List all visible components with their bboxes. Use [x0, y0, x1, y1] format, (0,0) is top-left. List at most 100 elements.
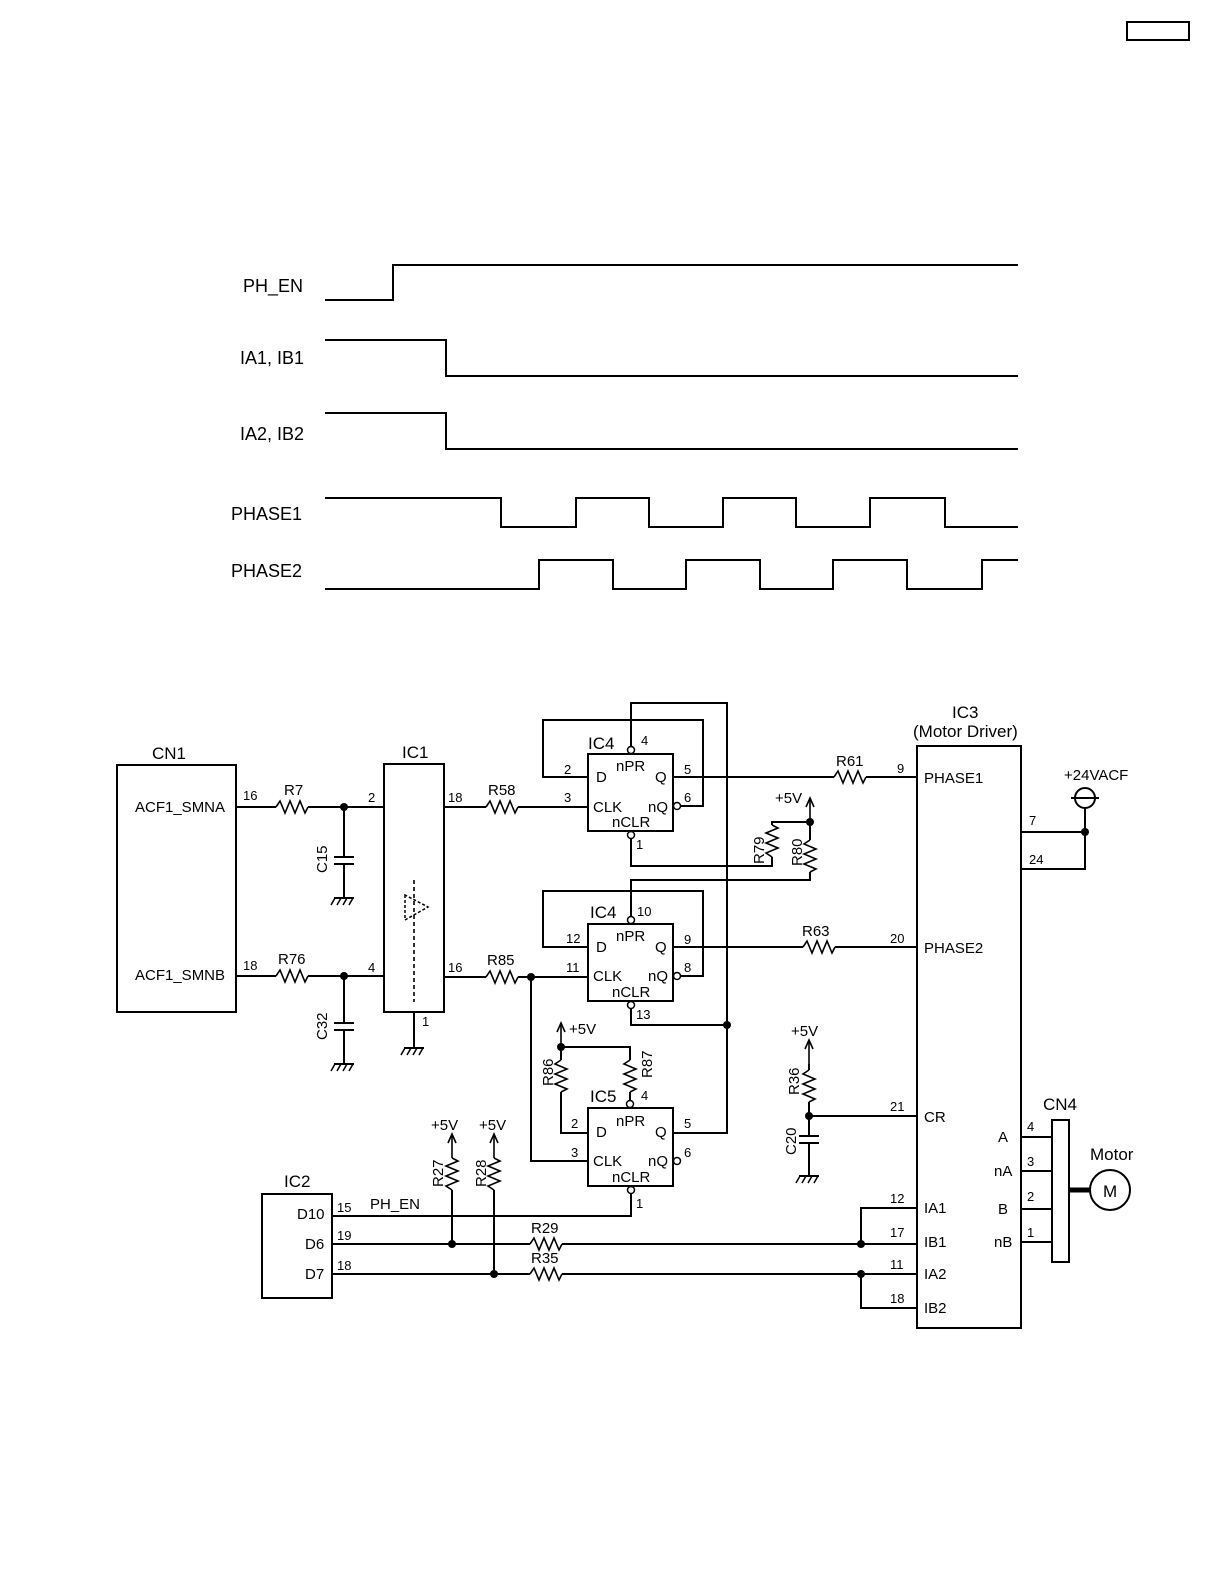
svg-text:IA2: IA2: [924, 1266, 947, 1283]
r35-label: R35: [531, 1250, 559, 1267]
resistor-r7: [275, 798, 309, 816]
resistor-r27: [443, 1157, 461, 1191]
svg-text:20: 20: [890, 931, 904, 946]
resistor-r29: [529, 1235, 563, 1253]
page-header-box: [1126, 21, 1190, 41]
resistor-r86: [552, 1059, 570, 1093]
svg-text:A: A: [998, 1129, 1008, 1146]
svg-text:11: 11: [566, 960, 580, 975]
svg-text:nPR: nPR: [616, 1113, 645, 1130]
svg-text:nQ: nQ: [648, 1153, 668, 1170]
resistor-r63: [802, 938, 836, 956]
svg-text:PHASE1: PHASE1: [924, 770, 983, 787]
chip-ic3-motor-driver: IC3 (Motor Driver) PHASE1 PHASE2 CR IA1 …: [890, 703, 1043, 1329]
connector-cn1: CN1 ACF1_SMNA ACF1_SMNB 16 18: [116, 744, 257, 1013]
svg-text:D: D: [596, 769, 607, 786]
svg-text:1: 1: [636, 1196, 643, 1211]
flip-flop-ic4-lower: IC4 D nPR Q CLK nQ nCLR 12 11 9 8 10 13: [566, 903, 691, 1022]
svg-text:2: 2: [571, 1116, 578, 1131]
svg-text:IA1: IA1: [924, 1200, 947, 1217]
svg-text:16: 16: [448, 960, 462, 975]
svg-text:nCLR: nCLR: [612, 984, 651, 1001]
svg-text:18: 18: [337, 1258, 351, 1273]
r27-label: R27: [430, 1159, 447, 1187]
svg-text:9: 9: [897, 761, 904, 776]
svg-text:CLK: CLK: [593, 968, 622, 985]
svg-text:4: 4: [368, 960, 375, 975]
ic3-subtitle: (Motor Driver): [913, 722, 1018, 741]
cn4-body: [1051, 1119, 1070, 1263]
ic2-title: IC2: [284, 1172, 310, 1191]
r61-label: R61: [836, 753, 864, 770]
timing-label-ia1-ib1: IA1, IB1: [240, 348, 304, 368]
svg-text:21: 21: [890, 1099, 904, 1114]
resistor-r76: [275, 967, 309, 985]
svg-text:D: D: [596, 1124, 607, 1141]
svg-text:3: 3: [1027, 1154, 1034, 1169]
resistor-r85: [485, 968, 519, 986]
timing-label-phase2: PHASE2: [231, 561, 302, 581]
svg-text:10: 10: [637, 904, 651, 919]
ic1-title: IC1: [402, 743, 428, 762]
timing-wave-ph-en: [325, 264, 1018, 301]
svg-text:18: 18: [890, 1291, 904, 1306]
svg-text:nCLR: nCLR: [612, 1169, 651, 1186]
resistor-r28: [485, 1157, 503, 1191]
svg-text:nQ: nQ: [648, 799, 668, 816]
ic1-schmitt-buffer-icon: [404, 893, 430, 922]
svg-text:15: 15: [337, 1200, 351, 1215]
motor-icon: [1089, 1169, 1131, 1211]
motor-label: Motor: [1090, 1145, 1134, 1164]
timing-wave-ia2-ib2: [325, 412, 1018, 450]
ic2-body: [261, 1193, 333, 1299]
timing-wave-phase2: [325, 559, 1018, 590]
timing-label-phase1: PHASE1: [231, 504, 302, 524]
cn1-title: CN1: [152, 744, 186, 763]
cn1-body: [116, 764, 237, 1013]
svg-text:1: 1: [422, 1014, 429, 1029]
svg-text:Q: Q: [655, 1124, 667, 1141]
svg-text:+5V: +5V: [431, 1117, 458, 1134]
ic3-body: [916, 745, 1022, 1329]
chip-ic1: IC1 1: [383, 743, 445, 1056]
timing-label-ph-en: PH_EN: [243, 276, 303, 297]
ic4a-title: IC4: [588, 734, 614, 753]
svg-text:nCLR: nCLR: [612, 814, 651, 831]
svg-text:nPR: nPR: [616, 758, 645, 775]
r86-label: R86: [540, 1058, 557, 1086]
ic5-body: [587, 1107, 674, 1187]
svg-text:nB: nB: [994, 1234, 1012, 1251]
svg-text:+5V: +5V: [479, 1117, 506, 1134]
ic4b-body: [587, 923, 674, 1002]
svg-text:8: 8: [684, 960, 691, 975]
svg-text:3: 3: [564, 790, 571, 805]
svg-text:12: 12: [890, 1191, 904, 1206]
cn1-pin16-label: ACF1_SMNA: [135, 799, 225, 816]
flip-flop-ic5: IC5 D nPR Q CLK nQ nCLR 2 3 5 6 4 1: [571, 1087, 691, 1211]
svg-text:D: D: [596, 939, 607, 956]
svg-text:D7: D7: [305, 1266, 324, 1283]
svg-text:6: 6: [684, 790, 691, 805]
resistor-r35: [529, 1265, 563, 1283]
chip-ic2: IC2 D10 D6 D7 15 19 18: [261, 1172, 351, 1299]
r85-label: R85: [487, 952, 515, 969]
timing-diagram: PH_EN IA1, IB1 IA2, IB2 PHASE1 PHASE2: [231, 264, 1018, 590]
c20-label: C20: [783, 1127, 800, 1155]
svg-text:IB2: IB2: [924, 1300, 947, 1317]
svg-text:4: 4: [1027, 1119, 1034, 1134]
svg-text:17: 17: [890, 1225, 904, 1240]
ic4b-title: IC4: [590, 903, 616, 922]
r36-label: R36: [786, 1067, 803, 1095]
svg-text:24: 24: [1029, 852, 1043, 867]
svg-text:3: 3: [571, 1145, 578, 1160]
cn1-pin18-number: 18: [243, 958, 257, 973]
svg-text:D10: D10: [297, 1206, 325, 1223]
r29-label: R29: [531, 1220, 559, 1237]
timing-label-ia2-ib2: IA2, IB2: [240, 424, 304, 444]
svg-text:+5V: +5V: [791, 1023, 818, 1040]
svg-text:IB1: IB1: [924, 1234, 947, 1251]
r76-label: R76: [278, 951, 306, 968]
svg-text:5: 5: [684, 1116, 691, 1131]
svg-text:9: 9: [684, 932, 691, 947]
